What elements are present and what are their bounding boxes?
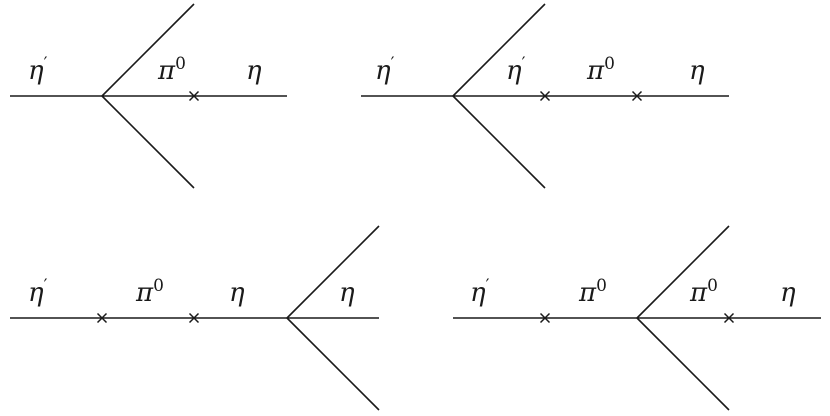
particle-label: η xyxy=(246,56,262,86)
particle-label: π0 xyxy=(586,54,615,86)
particle-label: π0 xyxy=(578,276,607,308)
particle-label: η′ xyxy=(375,54,395,86)
vertex-leg-lower xyxy=(636,317,730,411)
vertex-leg-upper xyxy=(101,3,195,97)
mixing-cross-marker xyxy=(188,312,200,324)
mixing-cross-marker xyxy=(631,90,643,102)
mixing-cross-marker xyxy=(723,312,735,324)
particle-label: π0 xyxy=(157,54,186,86)
particle-label: π0 xyxy=(135,276,164,308)
diagram-4: η′ π0 π0 η xyxy=(453,225,821,411)
diagram-2: η′ η′ π0 η xyxy=(361,3,729,189)
particle-label: η′ xyxy=(28,54,48,86)
particle-label: η′ xyxy=(506,54,526,86)
particle-label: η′ xyxy=(470,276,490,308)
vertex-leg-lower xyxy=(452,95,546,189)
diagram-1: η′ π0 η xyxy=(10,3,287,189)
vertex-leg-lower xyxy=(286,317,380,411)
particle-label: η xyxy=(780,278,796,308)
particle-label: π0 xyxy=(689,276,718,308)
mixing-cross-marker xyxy=(539,312,551,324)
particle-label: η xyxy=(689,56,705,86)
mixing-cross-marker xyxy=(96,312,108,324)
particle-label: η′ xyxy=(28,276,48,308)
vertex-leg-lower xyxy=(101,95,195,189)
mixing-cross-marker xyxy=(539,90,551,102)
vertex-leg-upper xyxy=(636,225,730,319)
particle-label: η xyxy=(229,278,245,308)
vertex-leg-upper xyxy=(452,3,546,97)
mixing-cross-marker xyxy=(188,90,200,102)
vertex-leg-upper xyxy=(286,225,380,319)
diagram-3: η′ π0 η η xyxy=(10,225,380,411)
particle-label: η xyxy=(339,278,355,308)
